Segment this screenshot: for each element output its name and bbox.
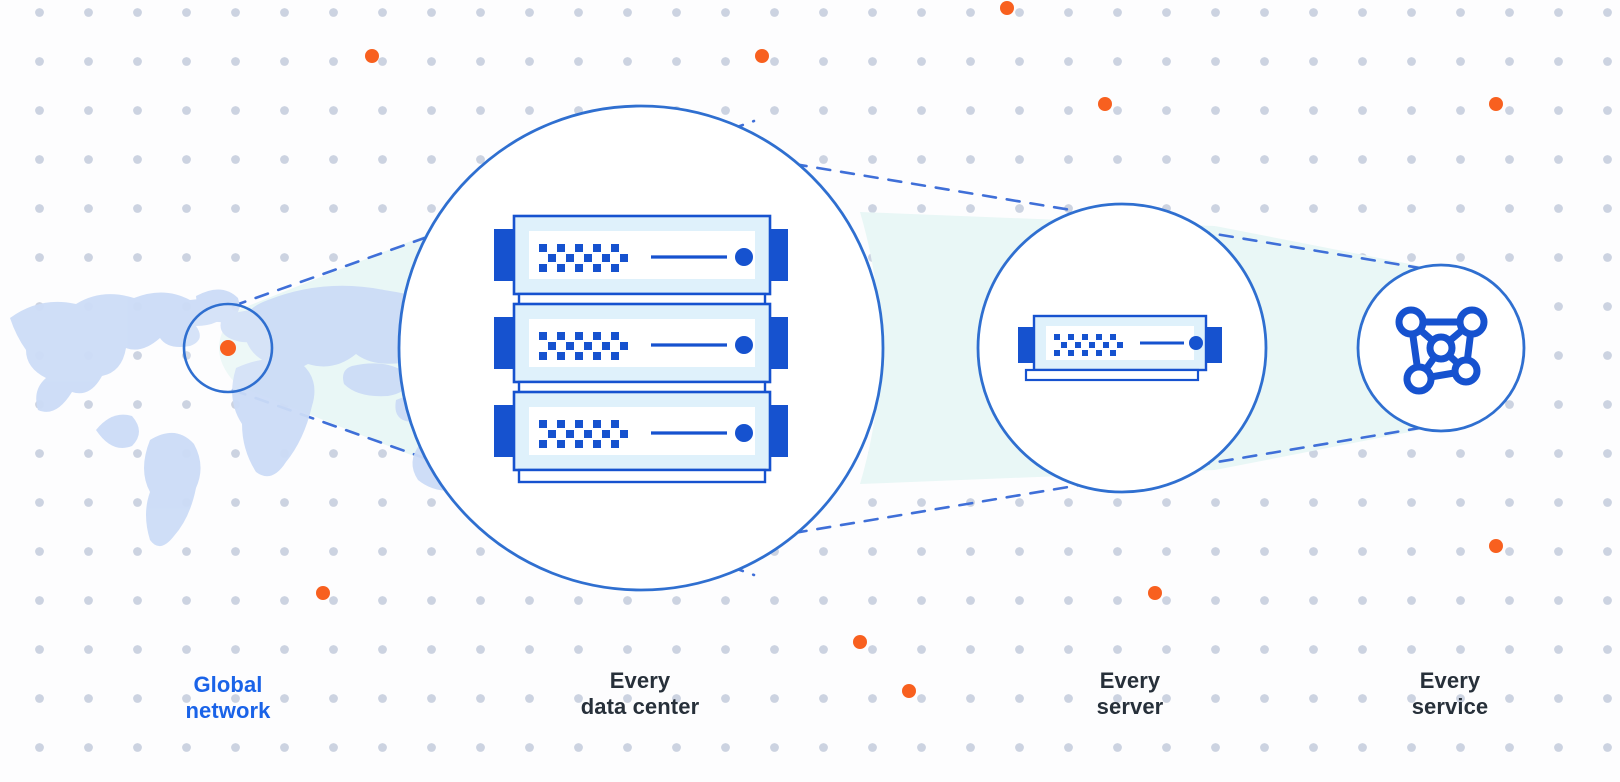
accent-dot <box>853 635 867 649</box>
server-unit-3 <box>494 390 788 484</box>
accent-dot <box>365 49 379 63</box>
accent-dot <box>316 586 330 600</box>
dashed-line-service-top <box>768 158 1422 270</box>
stage-every-data-center[interactable] <box>397 104 885 592</box>
server-unit-2 <box>494 302 788 396</box>
accent-dot <box>902 684 916 698</box>
single-server-icon <box>1018 314 1222 382</box>
stage-every-server[interactable] <box>976 202 1268 494</box>
accent-dot <box>1148 586 1162 600</box>
cone-fill-server-to-service <box>1215 226 1430 470</box>
server-rack-icon <box>494 214 788 484</box>
network-graph-nodes <box>1395 306 1488 395</box>
location-pin-dot <box>220 340 236 356</box>
accent-dot <box>1489 539 1503 553</box>
accent-dot <box>755 49 769 63</box>
accent-dot <box>1489 97 1503 111</box>
accent-dot <box>1098 97 1112 111</box>
accent-dot-group <box>316 1 1503 698</box>
accent-dot <box>1000 1 1014 15</box>
dashed-line-service-bottom <box>768 426 1422 539</box>
stage-every-service[interactable] <box>1356 263 1526 433</box>
stage-global-network[interactable] <box>182 302 274 394</box>
